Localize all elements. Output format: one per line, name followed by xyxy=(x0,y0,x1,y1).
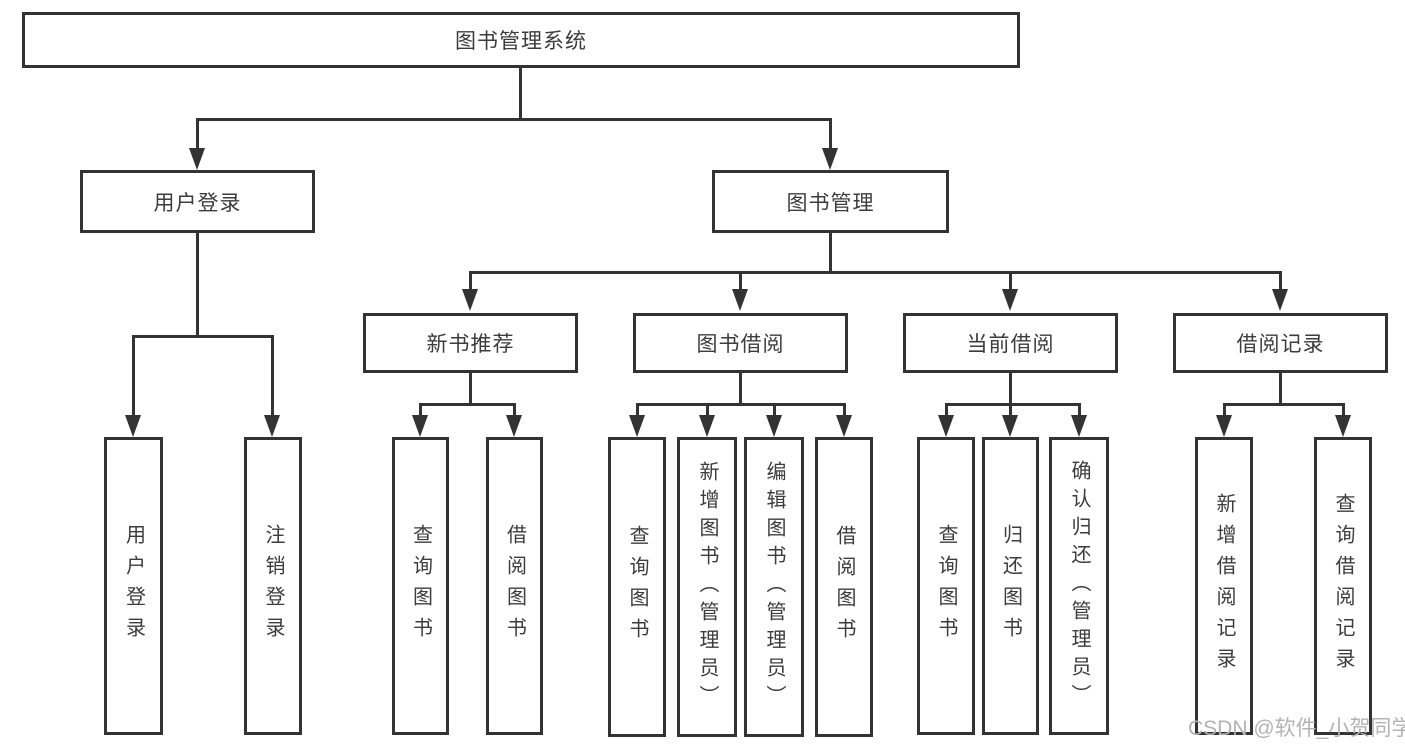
connector-g2-c4 xyxy=(843,403,846,417)
arrowhead-current-borrowing xyxy=(1002,289,1018,311)
connector-to-leaf-logout xyxy=(271,335,274,417)
arrowhead-user-login xyxy=(189,148,205,170)
connector-g1-stem xyxy=(469,373,472,406)
connector-root-stem xyxy=(519,68,522,120)
leaf-query-books-current: 查询图书 xyxy=(917,437,975,735)
arrowhead-leaf-login xyxy=(125,415,141,437)
connector-to-book-management xyxy=(829,118,832,150)
connector-g4-c2 xyxy=(1342,403,1345,417)
connector-g1-c1 xyxy=(419,403,422,417)
arrowhead-g3-c3 xyxy=(1071,415,1087,437)
node-borrowing-records: 借阅记录 xyxy=(1173,313,1388,373)
arrowhead-g1-c1 xyxy=(412,415,428,437)
connector-book-management-stem xyxy=(829,233,832,274)
connector-to-user-login xyxy=(196,118,199,150)
node-root: 图书管理系统 xyxy=(22,12,1020,68)
connector-g3-c3 xyxy=(1078,403,1081,417)
leaf-user-login: 用户登录 xyxy=(104,437,163,735)
leaf-borrow-books-recommend-label: 借阅图书 xyxy=(503,524,526,648)
arrowhead-g2-c2 xyxy=(699,415,715,437)
arrowhead-g4-c1 xyxy=(1216,415,1232,437)
arrowhead-new-book xyxy=(462,289,478,311)
connector-to-leaf-login xyxy=(132,335,135,417)
arrowhead-g2-c4 xyxy=(836,415,852,437)
connector-g3-rail xyxy=(945,403,1081,406)
connector-g2-stem xyxy=(739,373,742,406)
leaf-confirm-return-admin: 确认归还（管理员） xyxy=(1049,437,1109,735)
leaf-return-book: 归还图书 xyxy=(982,437,1039,735)
arrowhead-g3-c2 xyxy=(1002,415,1018,437)
node-book-borrowing: 图书借阅 xyxy=(633,313,848,373)
node-current-borrowing-label: 当前借阅 xyxy=(966,333,1055,356)
connector-g2-c1 xyxy=(636,403,639,417)
node-new-book-recommend-label: 新书推荐 xyxy=(426,333,515,356)
arrowhead-g2-c3 xyxy=(766,415,782,437)
connector-user-login-stem xyxy=(196,233,199,337)
node-new-book-recommend: 新书推荐 xyxy=(363,313,578,373)
leaf-borrow-books-recommend: 借阅图书 xyxy=(486,437,543,735)
connector-g2-rail xyxy=(636,403,846,406)
node-user-login: 用户登录 xyxy=(80,170,315,233)
node-book-borrowing-label: 图书借阅 xyxy=(696,333,785,356)
arrowhead-g2-c1 xyxy=(629,415,645,437)
connector-to-borrowing-records xyxy=(1279,271,1282,289)
connector-g3-c1 xyxy=(945,403,948,417)
arrowhead-book-borrowing xyxy=(732,289,748,311)
leaf-query-books-current-label: 查询图书 xyxy=(935,524,957,648)
connector-g3-c2 xyxy=(1009,403,1012,417)
connector-root-rail xyxy=(196,118,831,121)
leaf-edit-book-admin: 编辑图书（管理员） xyxy=(744,437,804,737)
connector-g2-c2 xyxy=(706,403,709,417)
arrowhead-g3-c1 xyxy=(938,415,954,437)
connector-to-current-borrowing xyxy=(1009,271,1012,289)
node-user-login-label: 用户登录 xyxy=(153,191,242,215)
leaf-logout: 注销登录 xyxy=(244,437,302,735)
leaf-query-books-borrowing: 查询图书 xyxy=(608,437,666,737)
leaf-query-borrow-record: 查询借阅记录 xyxy=(1314,437,1372,735)
leaf-user-login-label: 用户登录 xyxy=(122,524,145,648)
connector-to-new-book xyxy=(469,271,472,289)
connector-g3-stem xyxy=(1009,373,1012,406)
leaf-logout-label: 注销登录 xyxy=(262,524,284,648)
leaf-query-books-borrowing-label: 查询图书 xyxy=(626,525,648,649)
leaf-confirm-return-admin-label: 确认归还（管理员） xyxy=(1068,460,1090,712)
connector-user-login-rail xyxy=(132,335,274,338)
connector-book-management-rail xyxy=(469,271,1282,274)
leaf-return-book-label: 归还图书 xyxy=(999,524,1022,648)
node-root-label: 图书管理系统 xyxy=(455,30,587,53)
arrowhead-leaf-logout xyxy=(264,415,280,437)
connector-g2-c3 xyxy=(773,403,776,417)
leaf-add-book-admin-label: 新增图书（管理员） xyxy=(696,461,718,713)
arrowhead-book-management xyxy=(822,148,838,170)
watermark-text: CSDN @软件_小贺同学 xyxy=(1188,717,1405,740)
node-book-management: 图书管理 xyxy=(712,170,949,233)
connector-g4-stem xyxy=(1279,373,1282,406)
leaf-borrow-books-borrowing-label: 借阅图书 xyxy=(833,525,855,649)
arrowhead-borrowing-records xyxy=(1272,289,1288,311)
leaf-query-borrow-record-label: 查询借阅记录 xyxy=(1332,493,1354,679)
leaf-add-borrow-record: 新增借阅记录 xyxy=(1195,437,1253,735)
node-book-management-label: 图书管理 xyxy=(786,191,875,215)
connector-g1-rail xyxy=(419,403,516,406)
leaf-query-books-recommend: 查询图书 xyxy=(392,437,449,735)
connector-g4-c1 xyxy=(1223,403,1226,417)
arrowhead-g4-c2 xyxy=(1335,415,1351,437)
connector-to-book-borrowing xyxy=(739,271,742,289)
leaf-borrow-books-borrowing: 借阅图书 xyxy=(815,437,873,737)
leaf-add-book-admin: 新增图书（管理员） xyxy=(677,437,737,737)
node-borrowing-records-label: 借阅记录 xyxy=(1236,333,1325,356)
arrowhead-g1-c2 xyxy=(506,415,522,437)
connector-g4-rail xyxy=(1223,403,1345,406)
leaf-query-books-recommend-label: 查询图书 xyxy=(409,524,432,648)
connector-g1-c2 xyxy=(513,403,516,417)
leaf-edit-book-admin-label: 编辑图书（管理员） xyxy=(763,461,785,713)
leaf-add-borrow-record-label: 新增借阅记录 xyxy=(1213,493,1235,679)
node-current-borrowing: 当前借阅 xyxy=(903,313,1118,373)
